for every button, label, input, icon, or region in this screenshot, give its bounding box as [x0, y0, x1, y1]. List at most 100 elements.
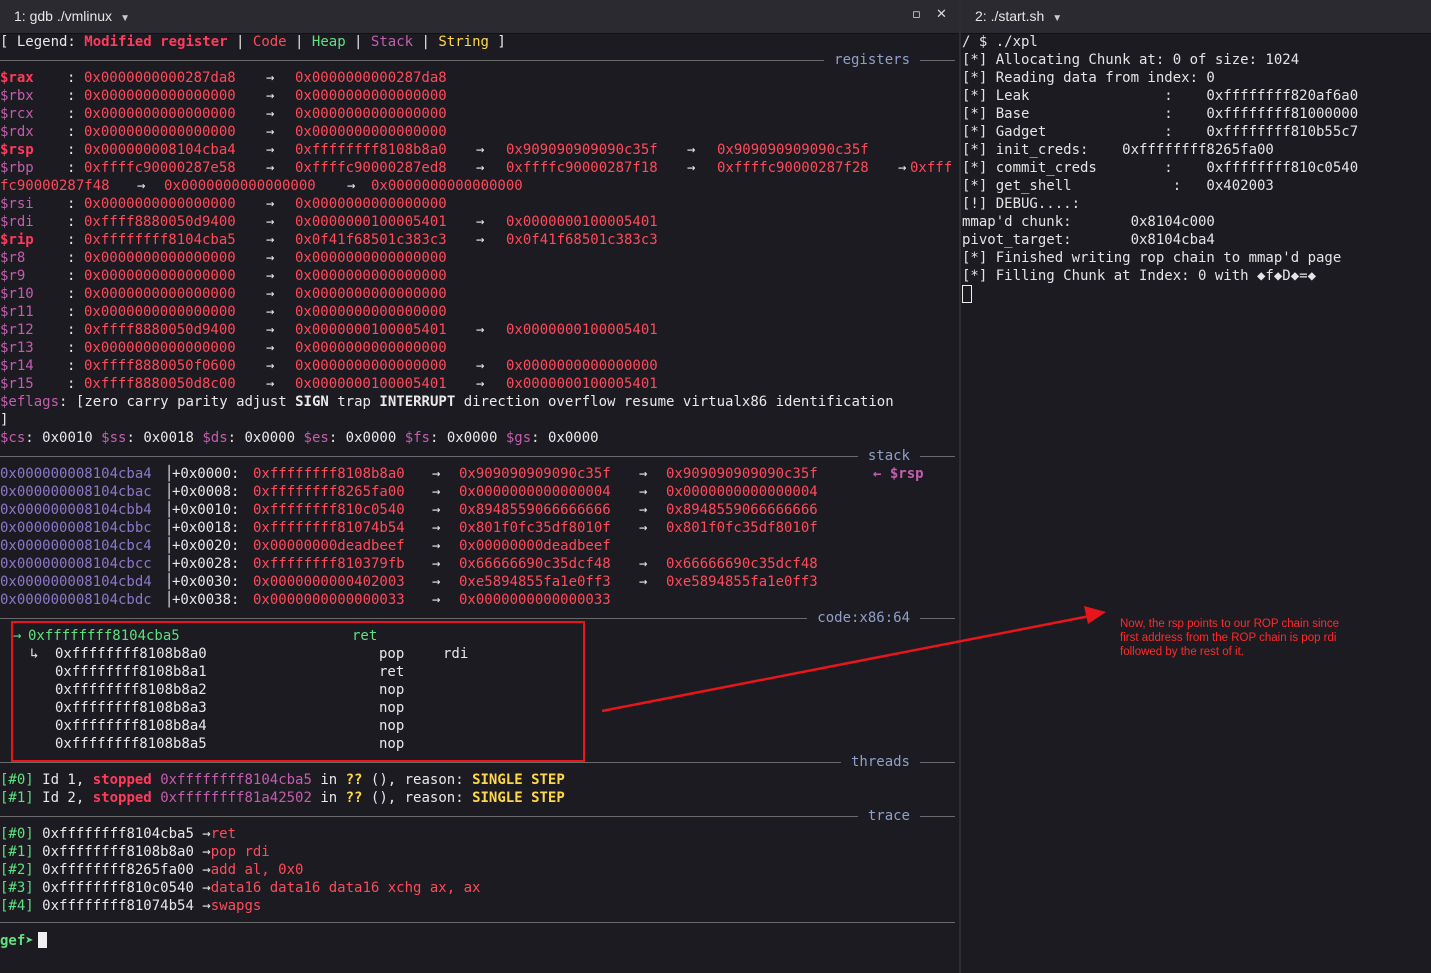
tab-start-sh[interactable]: 2: ./start.sh▼: [975, 8, 1062, 24]
thread-function: ??: [345, 772, 363, 788]
rsp-pointer-label: ← $rsp: [873, 466, 924, 482]
gef-prompt[interactable]: gef➤: [0, 932, 47, 950]
stack-address: 0x000000008104cbdc: [0, 592, 152, 608]
trace-instruction: data16 data16 data16 xchg ax, ax: [210, 880, 481, 896]
eflag: virtualx86: [682, 394, 768, 410]
trace-line: [#4] 0xffffffff81074b54 →swapgs: [0, 897, 261, 915]
segment-colon: :: [126, 430, 144, 446]
arrow-icon: →: [476, 376, 485, 392]
register-value: 0x0000000000000000: [295, 106, 447, 122]
register-value: 0x0000000100005401: [295, 214, 447, 230]
code-mnemonic: nop: [379, 718, 405, 734]
segment-line: $cs: 0x0010 $ss: 0x0018 $ds: 0x0000 $es:…: [0, 429, 599, 447]
legend-separator: |: [227, 34, 253, 50]
trace-index: [#2]: [0, 862, 34, 878]
arrow-icon: →: [476, 358, 485, 374]
register-colon: :: [67, 88, 76, 104]
register-value: 0x0000000000000000: [295, 250, 447, 266]
register-name: $r11: [0, 304, 34, 320]
trace-index: [#0]: [0, 826, 34, 842]
legend-suffix: ]: [488, 34, 506, 50]
trace-line: [#1] 0xffffffff8108b8a0 →pop rdi: [0, 843, 270, 861]
text-cursor: [962, 285, 972, 303]
stack-offset: +0x0028:: [172, 556, 240, 572]
stack-address: 0x000000008104cbbc: [0, 520, 152, 536]
trace-address: 0xffffffff8265fa00: [42, 862, 194, 878]
stack-offset: +0x0018:: [172, 520, 240, 536]
space: [152, 790, 160, 806]
text-cursor: [37, 932, 47, 948]
arrow-icon: →: [13, 628, 22, 644]
arrow-icon: →: [432, 484, 441, 500]
eflags-label: $eflags: [0, 394, 60, 410]
thread-function: ??: [345, 790, 363, 806]
maximize-icon[interactable]: ▫: [912, 7, 921, 22]
code-address: 0xffffffff8108b8a3: [55, 700, 207, 716]
stack-value: 0x8948559066666666: [459, 502, 611, 518]
chevron-down-icon[interactable]: ▼: [1052, 13, 1063, 24]
register-colon: :: [67, 214, 76, 230]
thread-reason: SINGLE STEP: [472, 772, 565, 788]
segment-value: 0x0000: [446, 430, 498, 446]
terminal-line: [*] Base : 0xffffffff81000000: [962, 106, 1359, 122]
space: [152, 772, 160, 788]
terminal-cursor-line[interactable]: [962, 285, 972, 303]
stack-value: 0xffffffff810379fb: [253, 556, 405, 572]
segment-colon: :: [429, 430, 447, 446]
code-mnemonic: ret: [352, 628, 378, 644]
segment-name: $gs: [505, 430, 532, 446]
trace-instruction: ret: [210, 826, 237, 842]
register-colon: :: [67, 232, 76, 248]
trace-instruction: add al, 0x0: [210, 862, 304, 878]
arrow-icon: →: [266, 322, 275, 338]
register-colon: :: [67, 142, 76, 158]
stack-divider: │: [165, 502, 174, 518]
arrow-icon: →: [432, 556, 441, 572]
trace-address: 0xffffffff81074b54: [42, 898, 194, 914]
arrow-icon: →: [266, 88, 275, 104]
arrow-icon: →: [266, 70, 275, 86]
register-value: 0x0000000100005401: [295, 322, 447, 338]
pane-divider[interactable]: [959, 0, 961, 973]
trace-instruction: pop rdi: [210, 844, 270, 860]
space: [34, 844, 42, 860]
register-value: 0x0000000000000000: [371, 178, 523, 194]
code-address: 0xffffffff8108b8a4: [55, 718, 207, 734]
terminal-line: [*] Finished writing rop chain to mmap'd…: [962, 250, 1342, 266]
space: [34, 826, 42, 842]
legend-line: [ Legend: Modified register | Code | Hea…: [0, 33, 506, 51]
stack-value: 0x66666690c35dcf48: [459, 556, 611, 572]
stack-value: 0xffffffff8108b8a0: [253, 466, 405, 482]
stack-value: 0xffffffff8265fa00: [253, 484, 405, 500]
thread-index: [#1]: [0, 790, 34, 806]
chevron-down-icon[interactable]: ▼: [120, 13, 130, 24]
register-value: 0x0f41f68501c383c3: [506, 232, 658, 248]
legend-separator: |: [345, 34, 371, 50]
arrow-icon: →: [476, 322, 485, 338]
legend-separator: |: [286, 34, 312, 50]
arrow-icon: →: [347, 178, 356, 194]
arrow-icon: →: [266, 160, 275, 176]
close-icon[interactable]: ✕: [936, 7, 947, 22]
segment-value: 0x0000: [345, 430, 397, 446]
register-name: $rsp: [0, 142, 34, 158]
terminal-line: [*] Leak : 0xffffffff820af6a0: [962, 88, 1359, 104]
segment-colon: :: [25, 430, 43, 446]
tab-gdb[interactable]: 1: gdb ./vmlinux▼: [14, 8, 130, 24]
stack-value: 0x909090909090c35f: [459, 466, 611, 482]
register-value-overflow: 0xfff: [910, 160, 953, 176]
code-separator: [0, 618, 955, 619]
arrow-icon: →: [193, 826, 211, 842]
register-value: 0x0000000100005401: [506, 214, 658, 230]
segment-space: [93, 430, 101, 446]
register-name: $rip: [0, 232, 34, 248]
arrow-icon: →: [687, 160, 696, 176]
register-value: 0x0000000100005401: [506, 322, 658, 338]
right-tab-bar: 2: ./start.sh▼: [961, 0, 1431, 34]
terminal-line: [*] init_creds: 0xffffffff8265fa00: [962, 142, 1274, 158]
legend-prefix: [ Legend:: [0, 34, 85, 50]
stack-divider: │: [165, 538, 174, 554]
register-name: $r14: [0, 358, 34, 374]
segment-space: [295, 430, 303, 446]
eflags-close-line: ]: [0, 411, 8, 429]
